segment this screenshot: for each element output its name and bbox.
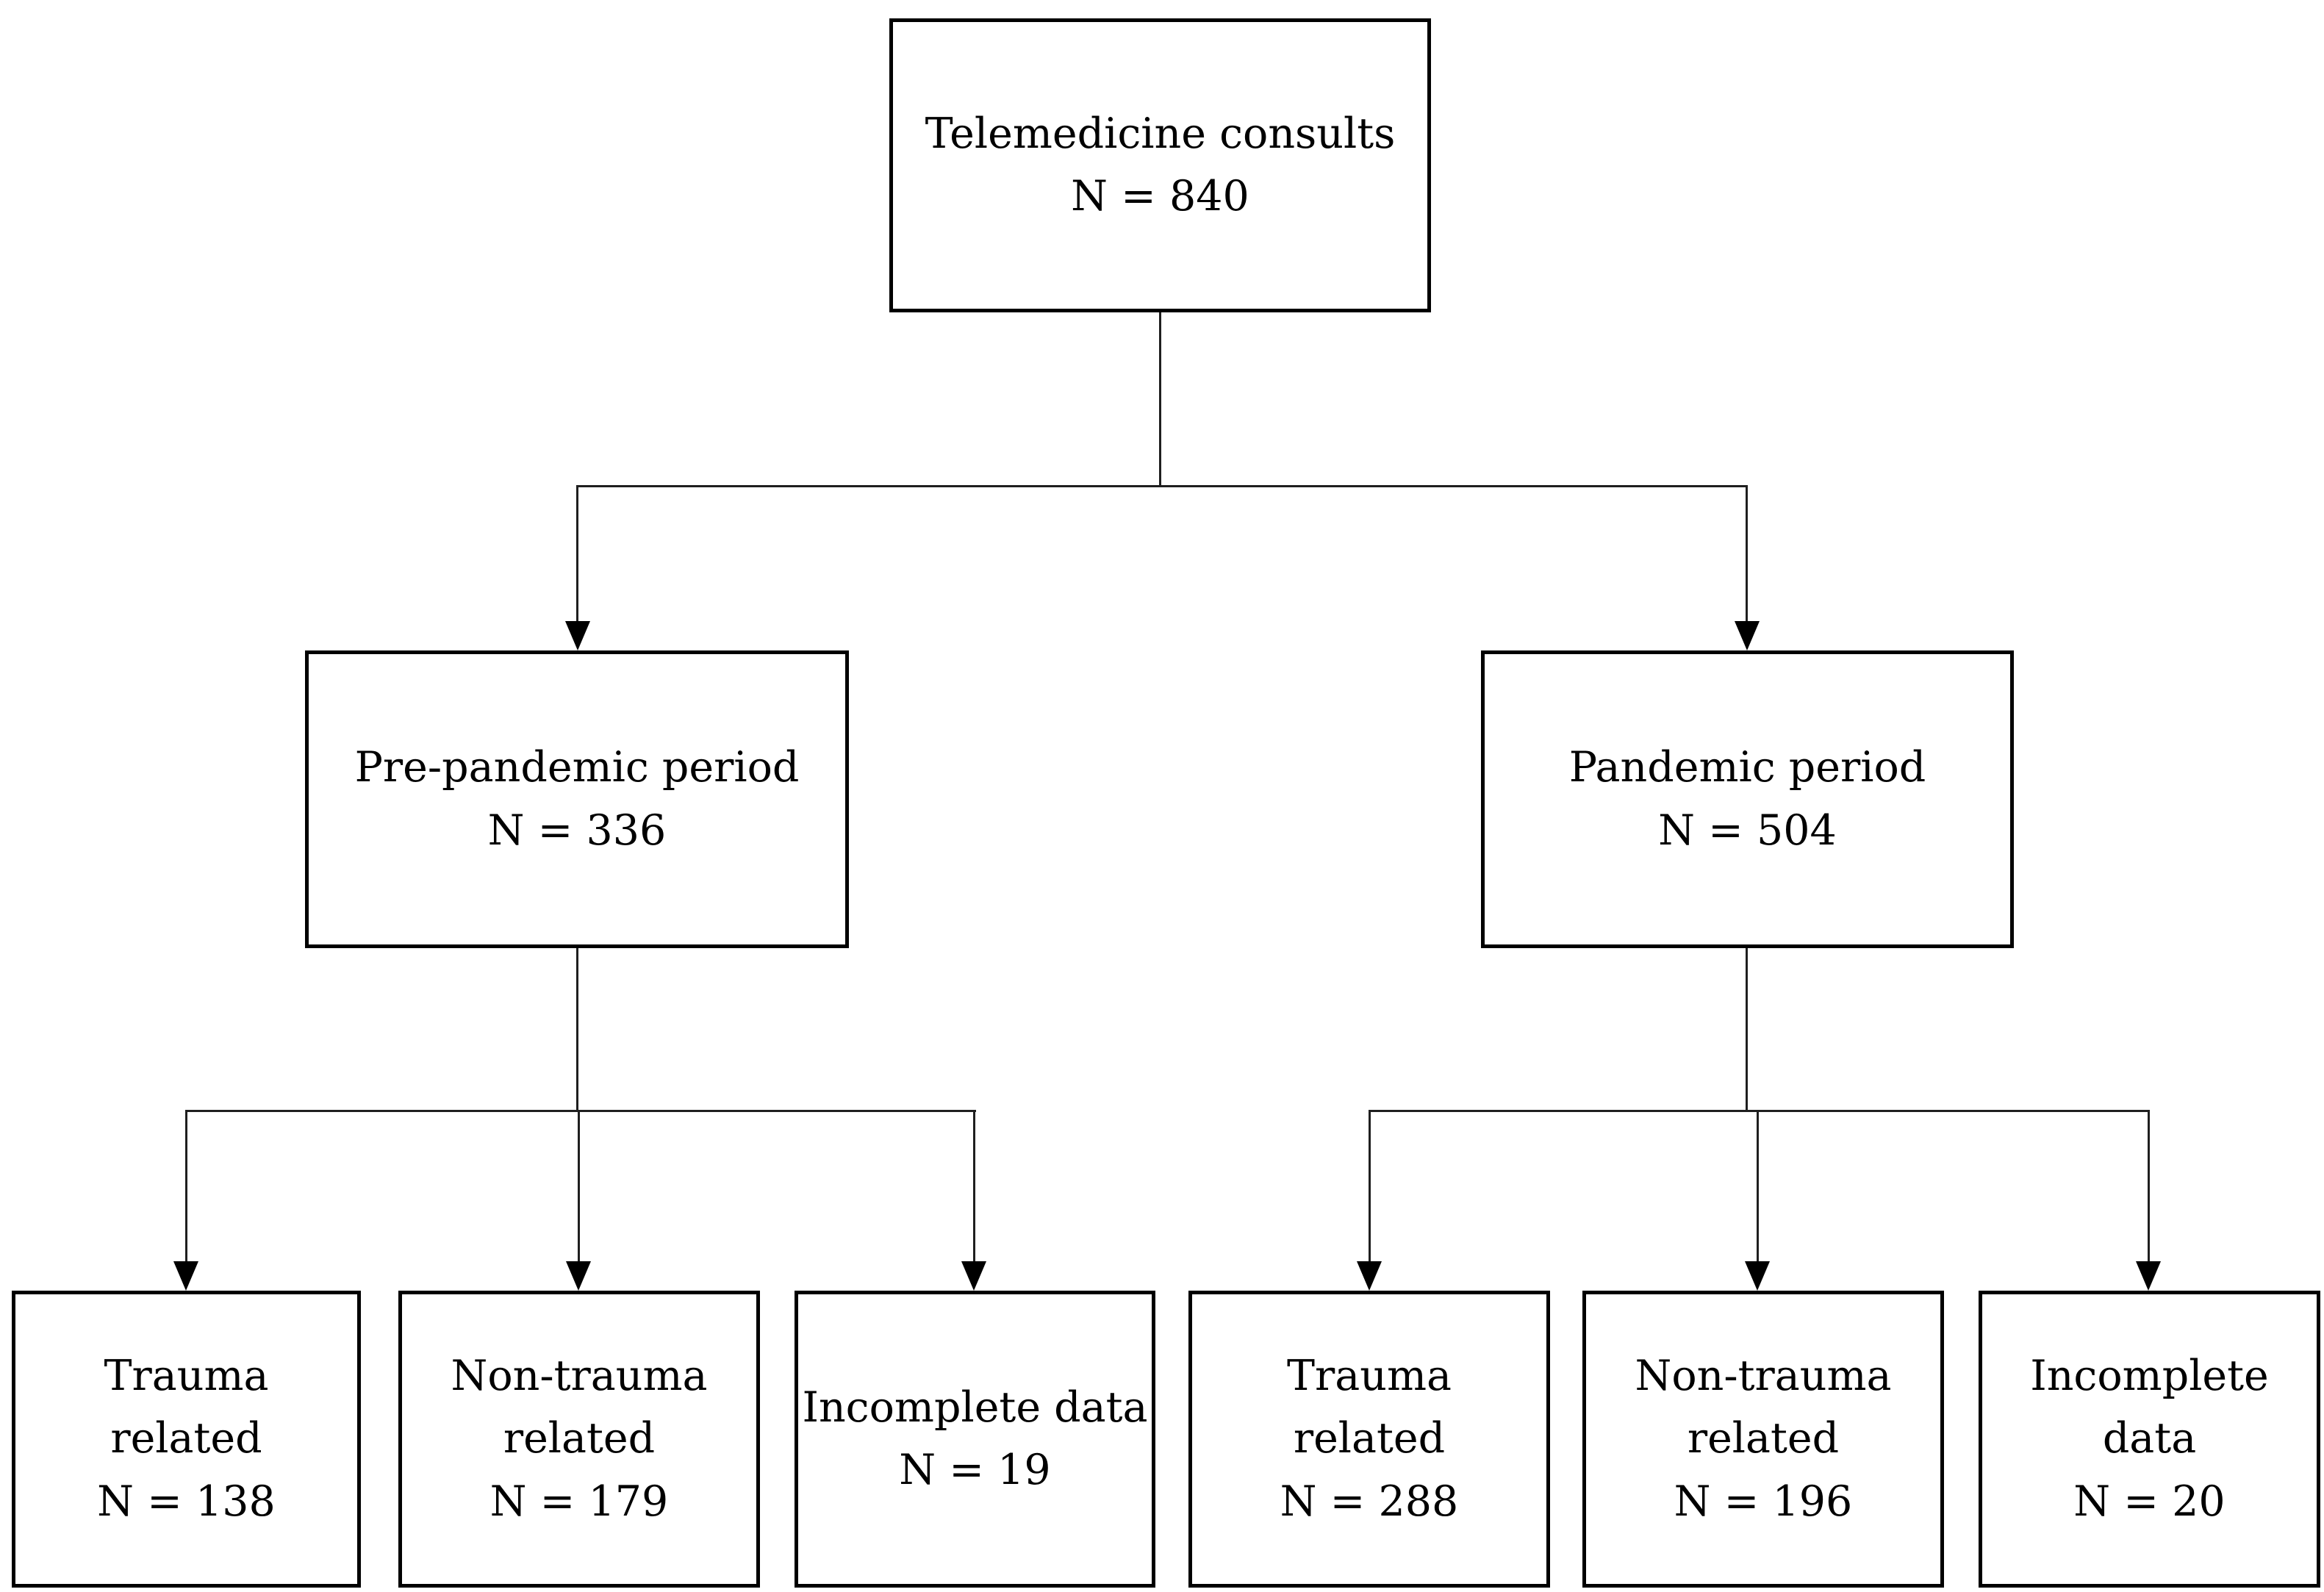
- arrowhead-down-icon: [1735, 621, 1760, 650]
- connector-to-pandemic-trauma: [1369, 1110, 1371, 1263]
- connector-pre-stem: [576, 948, 578, 1111]
- connector-root-branch-bar: [576, 485, 1748, 487]
- node-pandemic-trauma-related: Trauma related N = 288: [1188, 1291, 1550, 1588]
- node-pre-pandemic-period: Pre-pandemic period N = 336: [305, 650, 849, 948]
- arrowhead-down-icon: [1745, 1261, 1770, 1291]
- connector-pandemic-branch-bar: [1369, 1110, 2149, 1112]
- connector-to-pre-incomplete: [973, 1110, 975, 1263]
- node-label: Non-trauma related: [451, 1351, 708, 1463]
- arrowhead-down-icon: [173, 1261, 198, 1291]
- connector-pandemic-stem: [1746, 948, 1748, 1111]
- node-count: N = 138: [97, 1477, 276, 1526]
- node-count: N = 504: [1658, 806, 1837, 855]
- node-label: Incomplete data: [2030, 1351, 2269, 1463]
- node-label: Telemedicine consults: [925, 109, 1396, 158]
- node-label: Trauma related: [1287, 1351, 1452, 1463]
- node-count: N = 336: [487, 806, 667, 855]
- node-pandemic-incomplete-data: Incomplete data N = 20: [1979, 1291, 2320, 1588]
- node-pandemic-nontrauma-related: Non-trauma related N = 196: [1582, 1291, 1944, 1588]
- node-label: Non-trauma related: [1635, 1351, 1892, 1463]
- node-count: N = 840: [1071, 172, 1249, 220]
- node-label: Trauma related: [104, 1351, 269, 1463]
- node-pre-trauma-related: Trauma related N = 138: [12, 1291, 361, 1588]
- connector-to-pre-nontrauma: [578, 1110, 580, 1263]
- node-pandemic-period: Pandemic period N = 504: [1481, 650, 2014, 948]
- node-label: Pandemic period: [1568, 743, 1926, 792]
- node-telemedicine-consults: Telemedicine consults N = 840: [889, 18, 1431, 312]
- arrowhead-down-icon: [1357, 1261, 1382, 1291]
- connector-pre-branch-bar: [185, 1110, 976, 1112]
- connector-to-pandemic-incomplete: [2148, 1110, 2150, 1263]
- node-count: N = 19: [899, 1446, 1051, 1494]
- arrowhead-down-icon: [566, 1261, 591, 1291]
- node-label: Incomplete data: [802, 1383, 1148, 1432]
- arrowhead-down-icon: [961, 1261, 986, 1291]
- node-pre-nontrauma-related: Non-trauma related N = 179: [398, 1291, 760, 1588]
- arrowhead-down-icon: [565, 621, 590, 650]
- node-count: N = 288: [1280, 1477, 1459, 1526]
- node-count: N = 179: [489, 1477, 669, 1526]
- node-count: N = 20: [2073, 1477, 2226, 1526]
- node-label: Pre-pandemic period: [354, 743, 800, 792]
- arrowhead-down-icon: [2136, 1261, 2161, 1291]
- node-pre-incomplete-data: Incomplete data N = 19: [795, 1291, 1155, 1588]
- connector-root-stem: [1159, 312, 1161, 487]
- connector-to-pandemic: [1746, 485, 1748, 623]
- connector-to-pandemic-nontrauma: [1757, 1110, 1759, 1263]
- connector-to-pre-pandemic: [576, 485, 578, 623]
- connector-to-pre-trauma: [185, 1110, 187, 1263]
- node-count: N = 196: [1674, 1477, 1853, 1526]
